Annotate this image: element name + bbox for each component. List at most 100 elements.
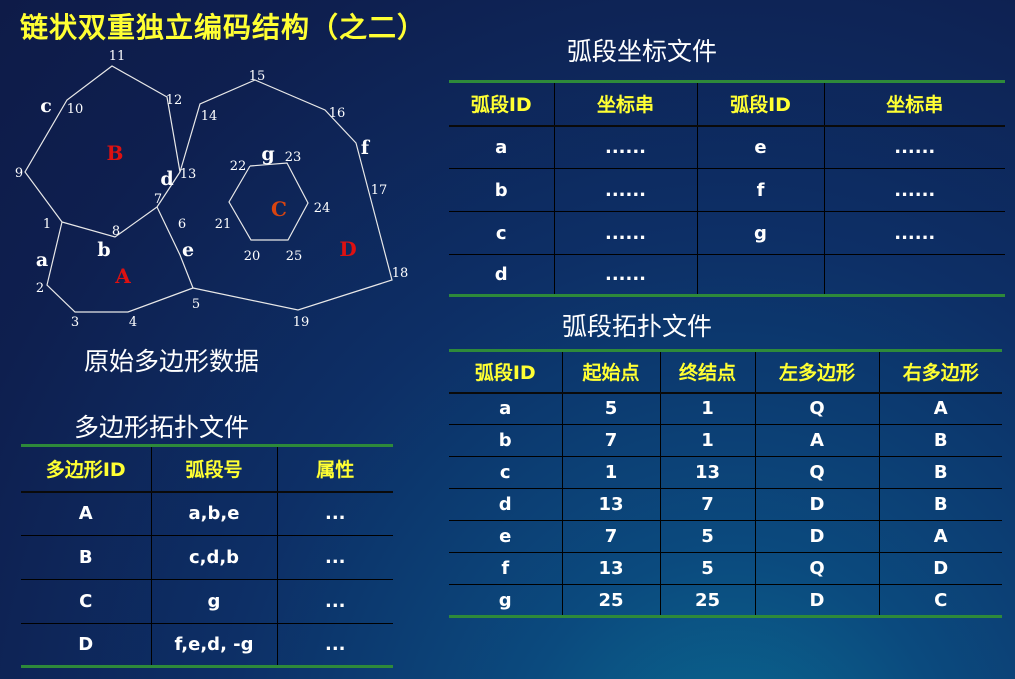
node-label: 17 [371, 183, 388, 198]
table-row: d ...... [449, 254, 1005, 296]
header-cell: 终结点 [660, 350, 756, 394]
node-label: 9 [15, 166, 23, 181]
arc-line [156, 171, 181, 208]
table-cell: 5 [562, 392, 661, 425]
table-row: b ...... f ...... [449, 168, 1005, 212]
table-cell: ... [277, 535, 393, 580]
table-cell: B [21, 535, 152, 580]
table-cell: D [21, 623, 152, 667]
table-cell: g [449, 584, 563, 617]
caption-arc-topology: 弧段拓扑文件 [562, 312, 713, 341]
table-cell: ... [324, 634, 346, 655]
arc-line [24, 65, 181, 223]
table-cell: g [697, 211, 825, 255]
table-cell: a [449, 392, 563, 425]
table-cell: 1 [660, 392, 756, 425]
node-label: 8 [112, 224, 120, 239]
node-label: 24 [314, 201, 331, 216]
arc-label: a [36, 249, 48, 271]
table-cell: B [879, 456, 1002, 489]
table-cell: b [449, 424, 563, 457]
table-header-row: 多边形ID 弧段号 属性 [21, 445, 393, 493]
table-cell: e [697, 125, 825, 169]
table-row: c ...... g ...... [449, 211, 1005, 255]
table-cell: C [21, 579, 152, 624]
node-label: 18 [392, 266, 409, 281]
table-cell: D [879, 552, 1002, 585]
table-row: f 13 5 Q D [449, 552, 1002, 585]
node-label: 21 [215, 217, 232, 232]
table-cell: ...... [824, 211, 1005, 255]
node-label: 19 [293, 315, 310, 330]
table-cell: Q [755, 552, 880, 585]
table-cell: d [449, 488, 563, 521]
header-cell: 属性 [277, 445, 393, 493]
node-label: 12 [166, 93, 183, 108]
table-cell: a,b,e [151, 491, 278, 536]
table-cell: b [449, 168, 555, 212]
arc-label: e [182, 239, 194, 261]
table-cell: Q [755, 456, 880, 489]
header-cell: 右多边形 [879, 350, 1002, 394]
node-label: 11 [109, 49, 126, 64]
table-cell: 25 [660, 584, 756, 617]
table-cell: D [755, 584, 880, 617]
table-cell: 1 [660, 424, 756, 457]
arc-line [156, 206, 194, 289]
table-cell: 5 [660, 552, 756, 585]
arc-label: f [361, 137, 371, 159]
header-cell: 弧段ID [449, 81, 555, 127]
table-cell: f,e,d, -g [151, 623, 278, 667]
arc-label: g [261, 143, 274, 165]
arc-topology-table: 弧段ID 起始点 终结点 左多边形 右多边形 a 5 1 Q A b 7 1 A… [449, 349, 1002, 618]
table-header-row: 弧段ID 起始点 终结点 左多边形 右多边形 [449, 350, 1002, 394]
node-label: 22 [230, 159, 247, 174]
table-cell: c,d,b [151, 535, 278, 580]
node-label: 15 [249, 69, 266, 84]
table-row: e 7 5 D A [449, 520, 1002, 553]
table-row: A a,b,e ... [21, 491, 393, 536]
table-cell: c [449, 211, 555, 255]
header-cell: 弧段ID [449, 350, 563, 394]
table-cell: A [879, 392, 1002, 425]
table-cell [824, 255, 1005, 296]
node-label: 16 [329, 106, 346, 121]
table-cell: ... [277, 491, 393, 536]
table-cell: 5 [660, 520, 756, 553]
table-cell: a [449, 125, 555, 169]
table-cell: B [879, 424, 1002, 457]
table-cell: ...... [554, 254, 698, 296]
arc-label: c [40, 95, 52, 117]
table-row: B c,d,b ... [21, 535, 393, 580]
polygon-label: C [271, 197, 287, 221]
table-cell: D [755, 488, 880, 521]
table-header-row: 弧段ID 坐标串 弧段ID 坐标串 [449, 81, 1005, 127]
arc-coordinate-table: 弧段ID 坐标串 弧段ID 坐标串 a ...... e ...... b ..… [449, 80, 1005, 297]
table-cell: 1 [562, 456, 661, 489]
table-cell: A [879, 520, 1002, 553]
table-cell: 7 [562, 424, 661, 457]
table-cell: C [934, 589, 948, 611]
table-row: g 25 25 D C [449, 584, 1002, 617]
table-cell: e [449, 520, 563, 553]
table-cell: ... [277, 579, 393, 624]
table-cell: A [21, 491, 152, 536]
node-label: 2 [36, 281, 44, 296]
table-row: a 5 1 Q A [449, 392, 1002, 425]
caption-source-data: 原始多边形数据 [84, 347, 260, 376]
table-cell: d [449, 254, 555, 296]
node-label: 7 [154, 192, 162, 207]
table-cell [697, 254, 825, 296]
arc-line [179, 79, 393, 311]
node-label: 25 [286, 249, 303, 264]
header-cell: 左多边形 [755, 350, 880, 394]
header-cell: 坐标串 [824, 81, 1005, 127]
table-cell: ...... [824, 125, 1005, 169]
table-cell: D [755, 520, 880, 553]
table-row: d 13 7 D B [449, 488, 1002, 521]
table-cell: ...... [554, 211, 698, 255]
arc-line [228, 162, 309, 241]
table-cell: ...... [554, 168, 698, 212]
page-title: 链状双重独立编码结构（之二） [20, 11, 427, 44]
